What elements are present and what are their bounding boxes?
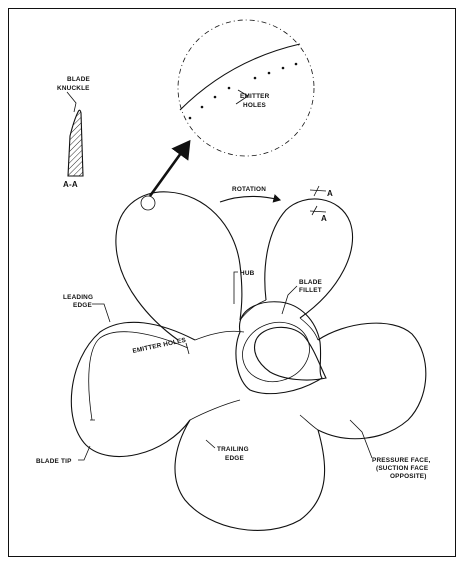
blade-tip-leader [78,445,91,461]
emitter-label-line1: EMITTER [240,93,270,100]
knuckle-leader-line [66,91,77,113]
hub-leader [233,271,238,304]
propeller [70,191,427,531]
leading-edge-label-line1: LEADING [63,294,93,301]
hub-cap [253,326,327,381]
blade-lower [174,419,326,531]
section-a-marks: A A [309,185,333,223]
rotation-arrow [219,194,282,203]
detail-emitter-hole-dots [188,62,298,120]
rotation-indicator: ROTATION [219,186,282,203]
trailing-edge-label-line2: EDGE [225,455,244,462]
detail-blade-edge [179,43,301,111]
pressure-face-leader [349,419,373,459]
emitter-label-line2: HOLES [243,102,267,109]
section-mark-top-line [309,185,327,197]
rotation-label: ROTATION [232,186,266,193]
blade-root-curve-2 [194,330,245,341]
knuckle-section-shape [67,109,84,177]
blade-left [70,321,196,458]
trailing-edge-label-line1: TRAILING [217,446,249,453]
emitter-line-end-ticks [90,342,190,421]
blade-root-curve-4 [189,399,241,421]
detail-leader-lines [235,89,249,105]
section-mark-bottom-label: A [321,214,327,223]
pressure-face-label-line1: PRESSURE FACE, [372,457,431,464]
blade-fillet-label-line2: FILLET [299,287,322,294]
blade-fillet-label-line1: BLADE [299,279,323,286]
blade-emitter-line [88,331,189,421]
detail-circle [177,19,315,157]
pressure-face-label-line2: (SUCTION FACE [376,465,429,472]
emitter-holes-magnified-detail: EMITTER HOLES [177,19,315,157]
blade-knuckle-label-line1: BLADE [67,76,91,83]
magnify-source-circle [140,195,156,211]
blade-right [317,322,427,440]
section-aa-label: A-A [63,180,78,189]
blade-root-curve-5 [299,414,319,431]
blade-knuckle-label-line2: KNUCKLE [57,85,90,92]
blade-fillet-leader [281,285,298,315]
blade-root-curve-3 [299,317,319,341]
emitter-holes-blade-label: EMITTER HOLES [132,337,187,355]
magnify-arrow [148,139,191,197]
trailing-edge-leader [205,439,216,449]
hub-label: HUB [240,270,255,277]
knuckle-section-detail: BLADE KNUCKLE A-A [57,76,91,189]
figure-frame [8,8,456,557]
blade-upper-left [115,191,243,341]
section-mark-top-label: A [327,189,333,198]
leading-edge-leader [92,303,111,323]
hub-fillet-ring [242,321,310,383]
pressure-face-label-line3: OPPOSITE) [390,473,427,480]
blade-upper-right [264,198,354,319]
blade-tip-label: BLADE TIP [36,458,72,465]
section-mark-bottom-line [309,205,327,216]
leading-edge-label-line2: EDGE [73,302,92,309]
